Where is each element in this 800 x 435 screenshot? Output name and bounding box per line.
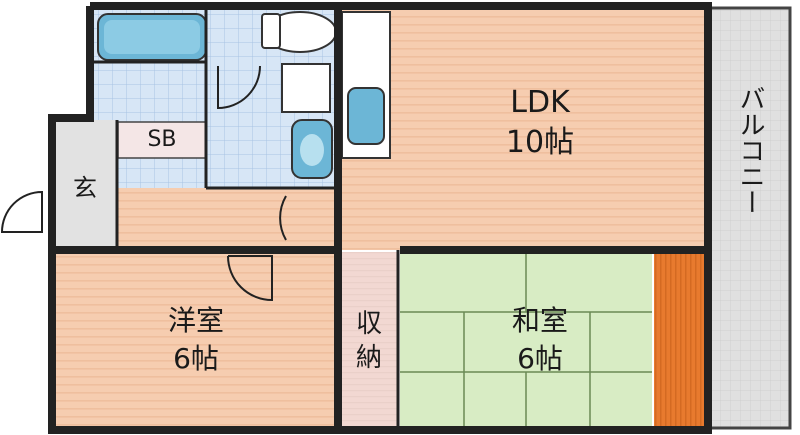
ldk-floor (340, 8, 708, 250)
bathtub-inner (104, 20, 200, 54)
storage-label-1: 収 (356, 309, 382, 339)
washing-machine-space (281, 63, 331, 113)
ldk-label: LDK (510, 85, 571, 120)
storage-label-2: 納 (356, 343, 382, 373)
japanese-room-size: 6帖 (517, 342, 563, 375)
ldk-size: 10帖 (506, 125, 574, 160)
balcony-label: バルコニー (735, 85, 765, 215)
doors (0, 65, 287, 302)
kitchen-sink-icon (347, 87, 385, 145)
entrance-floor (55, 120, 117, 248)
walls (48, 2, 712, 434)
entrance-label: 玄 (73, 174, 97, 202)
washbasin-bowl (300, 134, 324, 166)
western-room-label: 洋室 (168, 304, 224, 337)
western-room-floor (55, 252, 337, 428)
tatami-lines (400, 252, 652, 428)
western-room-size: 6帖 (173, 342, 219, 375)
japanese-closet (654, 252, 708, 428)
balcony-area (708, 6, 792, 430)
toilet-tank (261, 13, 281, 49)
storage-floor (340, 252, 398, 428)
shoe-box-label: SB (147, 127, 176, 152)
japanese-room-label: 和室 (512, 304, 568, 337)
